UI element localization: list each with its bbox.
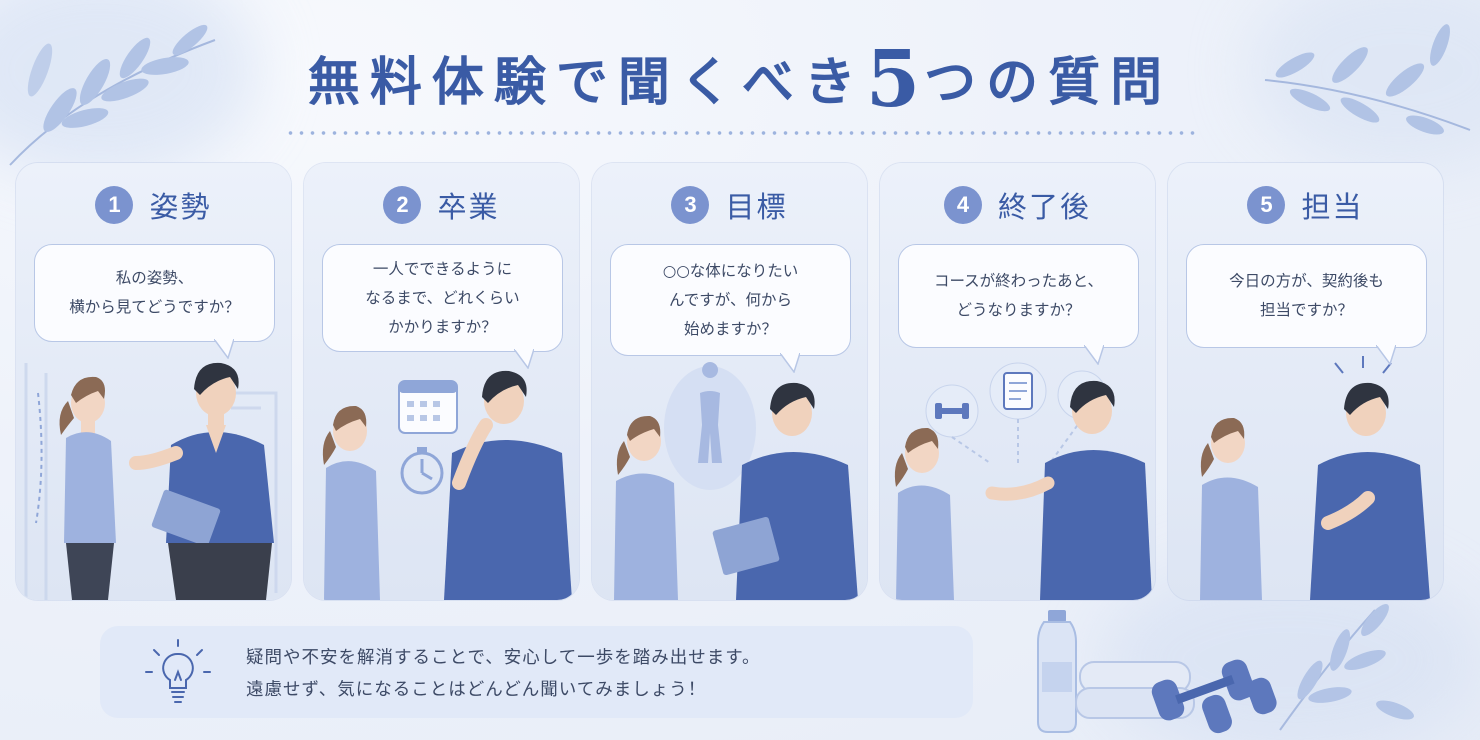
card-number-badge: 2 xyxy=(383,186,422,224)
page-title: 無料体験で聞くべき5つの質問 xyxy=(0,40,1480,120)
card-header: 3 目標 xyxy=(592,185,867,225)
card-header: 5 担当 xyxy=(1168,185,1443,225)
stopwatch-icon xyxy=(400,447,444,495)
title-number: 5 xyxy=(865,34,925,125)
leaf-branch-top-right xyxy=(1264,24,1471,135)
tip-line-1: 疑問や不安を解消することで、安心して一歩を踏み出せます。 xyxy=(246,648,761,668)
card-number-badge: 5 xyxy=(1247,186,1286,224)
dotted-divider xyxy=(285,131,1200,135)
question-card-2: 2 卒業 一人でできるように なるまで、どれくらい かかりますか？ xyxy=(304,163,579,600)
question-card-4: 4 終了後 コースが終わったあと、 どうなりますか？ xyxy=(880,163,1155,600)
question-text: 私の姿勢、 横から見てどうですか？ xyxy=(69,269,240,316)
question-text: コースが終わったあと、 どうなりますか？ xyxy=(933,272,1104,319)
card-title: 終了後 xyxy=(997,190,1091,224)
question-speech-bubble: 一人でできるように なるまで、どれくらい かかりますか？ xyxy=(322,244,563,369)
card-number-badge: 3 xyxy=(671,186,710,224)
illustration-goal-body xyxy=(614,362,858,600)
card-header: 1 姿勢 xyxy=(16,185,291,225)
illustration-assigned-trainer xyxy=(1200,356,1430,600)
bubble-tail xyxy=(1376,345,1396,365)
title-text-before: 無料体験で聞くべき xyxy=(307,52,866,113)
question-speech-bubble: 今日の方が、契約後も 担当ですか？ xyxy=(1186,244,1427,365)
leaf-branch-top-left xyxy=(9,24,216,166)
card-header: 2 卒業 xyxy=(304,185,579,225)
card-number-badge: 4 xyxy=(943,186,982,224)
lightbulb-icon xyxy=(145,639,211,703)
question-text: ○○な体になりたい んですが、何から 始めますか？ xyxy=(662,261,799,338)
question-speech-bubble: コースが終わったあと、 どうなりますか？ xyxy=(898,244,1139,365)
tip-box: 疑問や不安を解消することで、安心して一歩を踏み出せます。 遠慮せず、気になること… xyxy=(100,626,973,718)
question-speech-bubble: ○○な体になりたい んですが、何から 始めますか？ xyxy=(610,244,851,373)
dumbbell-icon xyxy=(925,384,979,438)
card-number-badge: 1 xyxy=(95,186,134,224)
question-text: 今日の方が、契約後も 担当ですか？ xyxy=(1229,272,1384,319)
calendar-icon xyxy=(398,380,458,434)
bubble-tail xyxy=(780,353,800,373)
card-title: 卒業 xyxy=(437,190,500,224)
illustration-graduation-timeline xyxy=(322,370,572,600)
card-title: 姿勢 xyxy=(149,190,212,224)
gym-props-illustration xyxy=(1037,604,1414,734)
bubble-tail xyxy=(214,339,234,359)
water-bottle-icon xyxy=(1037,610,1077,733)
dumbbell-icon xyxy=(1151,659,1277,734)
tip-text: 疑問や不安を解消することで、安心して一歩を踏み出せます。 遠慮せず、気になること… xyxy=(246,642,761,706)
question-card-3: 3 目標 ○○な体になりたい んですが、何から 始めますか？ xyxy=(592,163,867,600)
bubble-tail xyxy=(514,349,534,369)
question-speech-bubble: 私の姿勢、 横から見てどうですか？ xyxy=(34,244,275,359)
illustration-posture-check xyxy=(24,362,278,600)
question-text: 一人でできるように なるまで、どれくらい かかりますか？ xyxy=(365,259,520,336)
card-header: 4 終了後 xyxy=(880,185,1155,225)
bubble-tail xyxy=(1084,345,1104,365)
question-card-1: 1 姿勢 私の姿勢、 横から見てどうですか？ xyxy=(16,163,291,600)
title-text-after: つの質問 xyxy=(924,52,1173,113)
card-title: 目標 xyxy=(725,190,788,224)
card-title: 担当 xyxy=(1301,190,1364,224)
illustration-after-course xyxy=(894,362,1152,600)
question-card-5: 5 担当 今日の方が、契約後も 担当ですか？ xyxy=(1168,163,1443,600)
clipboard-icon xyxy=(989,362,1047,420)
tip-line-2: 遠慮せず、気になることはどんどん聞いてみましょう！ xyxy=(246,680,707,700)
